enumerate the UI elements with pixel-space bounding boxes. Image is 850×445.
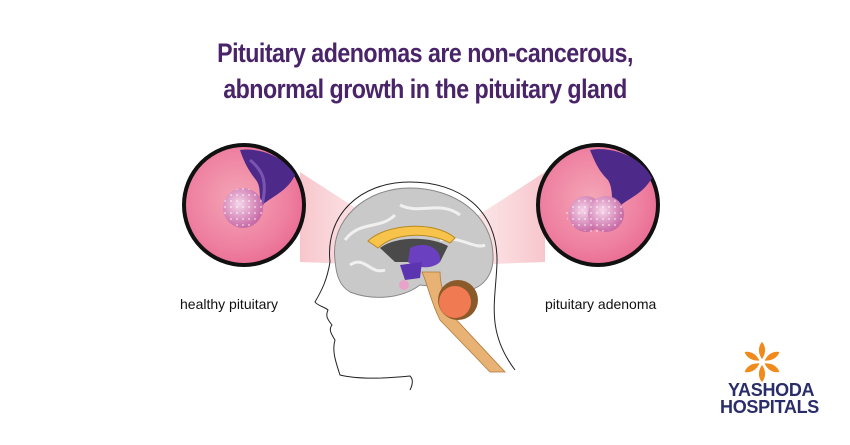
- label-healthy-pituitary: healthy pituitary: [180, 296, 279, 312]
- label-pituitary-adenoma: pituitary adenoma: [545, 296, 657, 312]
- title-line-1: Pituitary adenomas are non-cancerous,: [217, 38, 633, 68]
- head-outline: [314, 181, 516, 391]
- healthy-pituitary-magnified: [182, 143, 306, 267]
- brain: [334, 187, 506, 373]
- title-line-2: abnormal growth in the pituitary gland: [223, 74, 627, 104]
- logo-text-hospitals: HOSPITALS: [720, 397, 819, 417]
- pituitary-adenoma-magnified: [536, 143, 660, 267]
- logo-text-yashoda: YASHODA: [728, 380, 815, 400]
